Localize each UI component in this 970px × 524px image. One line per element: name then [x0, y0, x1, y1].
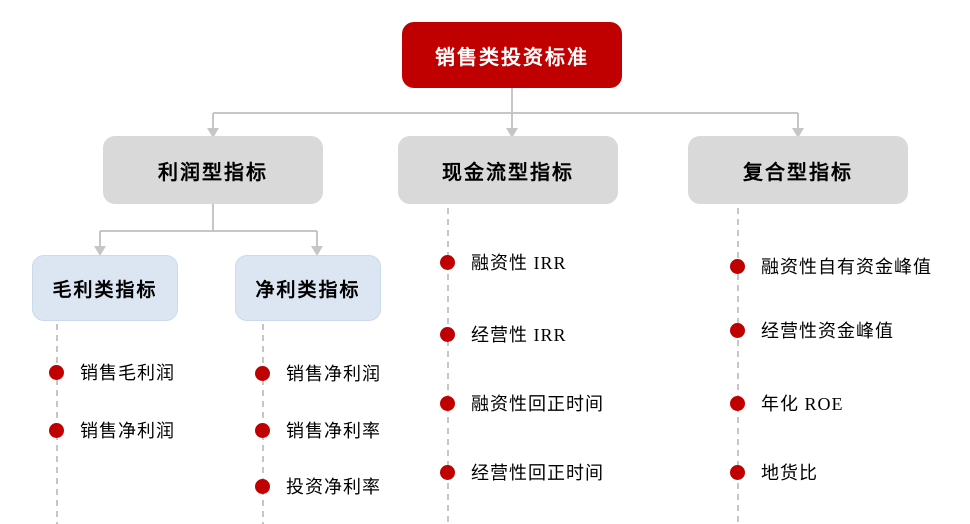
bullet-dot-icon: [440, 254, 455, 270]
list-item-label: 融资性回正时间: [471, 394, 604, 414]
node-net-profit-indicators: 净利类指标: [235, 255, 381, 321]
root-node-label: 销售类投资标准: [435, 46, 589, 69]
list-item: 年化 ROE: [730, 391, 844, 415]
list-item-label: 经营性 IRR: [471, 325, 567, 345]
bullet-dot-icon: [440, 326, 455, 342]
list-item-label: 销售毛利润: [80, 363, 175, 383]
node-label: 净利类指标: [255, 279, 361, 301]
node-label: 现金流型指标: [442, 161, 574, 184]
bullet-dot-icon: [49, 364, 64, 380]
list-item: 地货比: [730, 460, 818, 484]
list-item: 融资性自有资金峰值: [730, 254, 932, 278]
node-profit-indicators: 利润型指标: [103, 136, 323, 204]
list-item: 投资净利率: [255, 474, 381, 498]
list-item-label: 销售净利率: [286, 421, 381, 441]
list-item-label: 融资性 IRR: [471, 253, 567, 273]
list-item: 经营性资金峰值: [730, 318, 894, 342]
bullet-dot-icon: [255, 422, 270, 438]
arrow-down-icon: [792, 128, 804, 138]
list-item-label: 年化 ROE: [761, 394, 844, 414]
node-label: 复合型指标: [743, 161, 853, 184]
bullet-dot-icon: [730, 258, 745, 274]
list-item: 销售毛利润: [49, 360, 175, 384]
node-cashflow-indicators: 现金流型指标: [398, 136, 618, 204]
list-item-label: 投资净利率: [286, 477, 381, 497]
arrow-down-icon: [506, 128, 518, 138]
list-item-label: 经营性资金峰值: [761, 321, 894, 341]
list-item-label: 销售净利润: [286, 364, 381, 384]
list-item: 销售净利润: [49, 418, 175, 442]
arrowheads: [94, 128, 804, 256]
list-item-label: 地货比: [761, 463, 818, 483]
bullet-dot-icon: [730, 464, 745, 480]
root-node: 销售类投资标准: [402, 22, 622, 88]
node-gross-profit-indicators: 毛利类指标: [32, 255, 178, 321]
list-item: 销售净利率: [255, 418, 381, 442]
bullet-dot-icon: [49, 422, 64, 438]
node-label: 利润型指标: [158, 161, 268, 184]
bullet-dot-icon: [255, 365, 270, 381]
node-composite-indicators: 复合型指标: [688, 136, 908, 204]
list-item-label: 经营性回正时间: [471, 463, 604, 483]
arrow-down-icon: [94, 246, 106, 256]
list-item: 销售净利润: [255, 361, 381, 385]
list-item: 融资性 IRR: [440, 250, 567, 274]
list-item-label: 销售净利润: [80, 421, 175, 441]
bullet-dot-icon: [730, 395, 745, 411]
node-label: 毛利类指标: [52, 279, 158, 301]
bullet-dot-icon: [255, 478, 270, 494]
arrow-down-icon: [207, 128, 219, 138]
list-item: 经营性 IRR: [440, 322, 567, 346]
arrow-down-icon: [311, 246, 323, 256]
list-item: 融资性回正时间: [440, 391, 604, 415]
bullet-dot-icon: [730, 322, 745, 338]
bullet-dot-icon: [440, 395, 455, 411]
list-item: 经营性回正时间: [440, 460, 604, 484]
list-item-label: 融资性自有资金峰值: [761, 257, 932, 277]
bullet-dot-icon: [440, 464, 455, 480]
